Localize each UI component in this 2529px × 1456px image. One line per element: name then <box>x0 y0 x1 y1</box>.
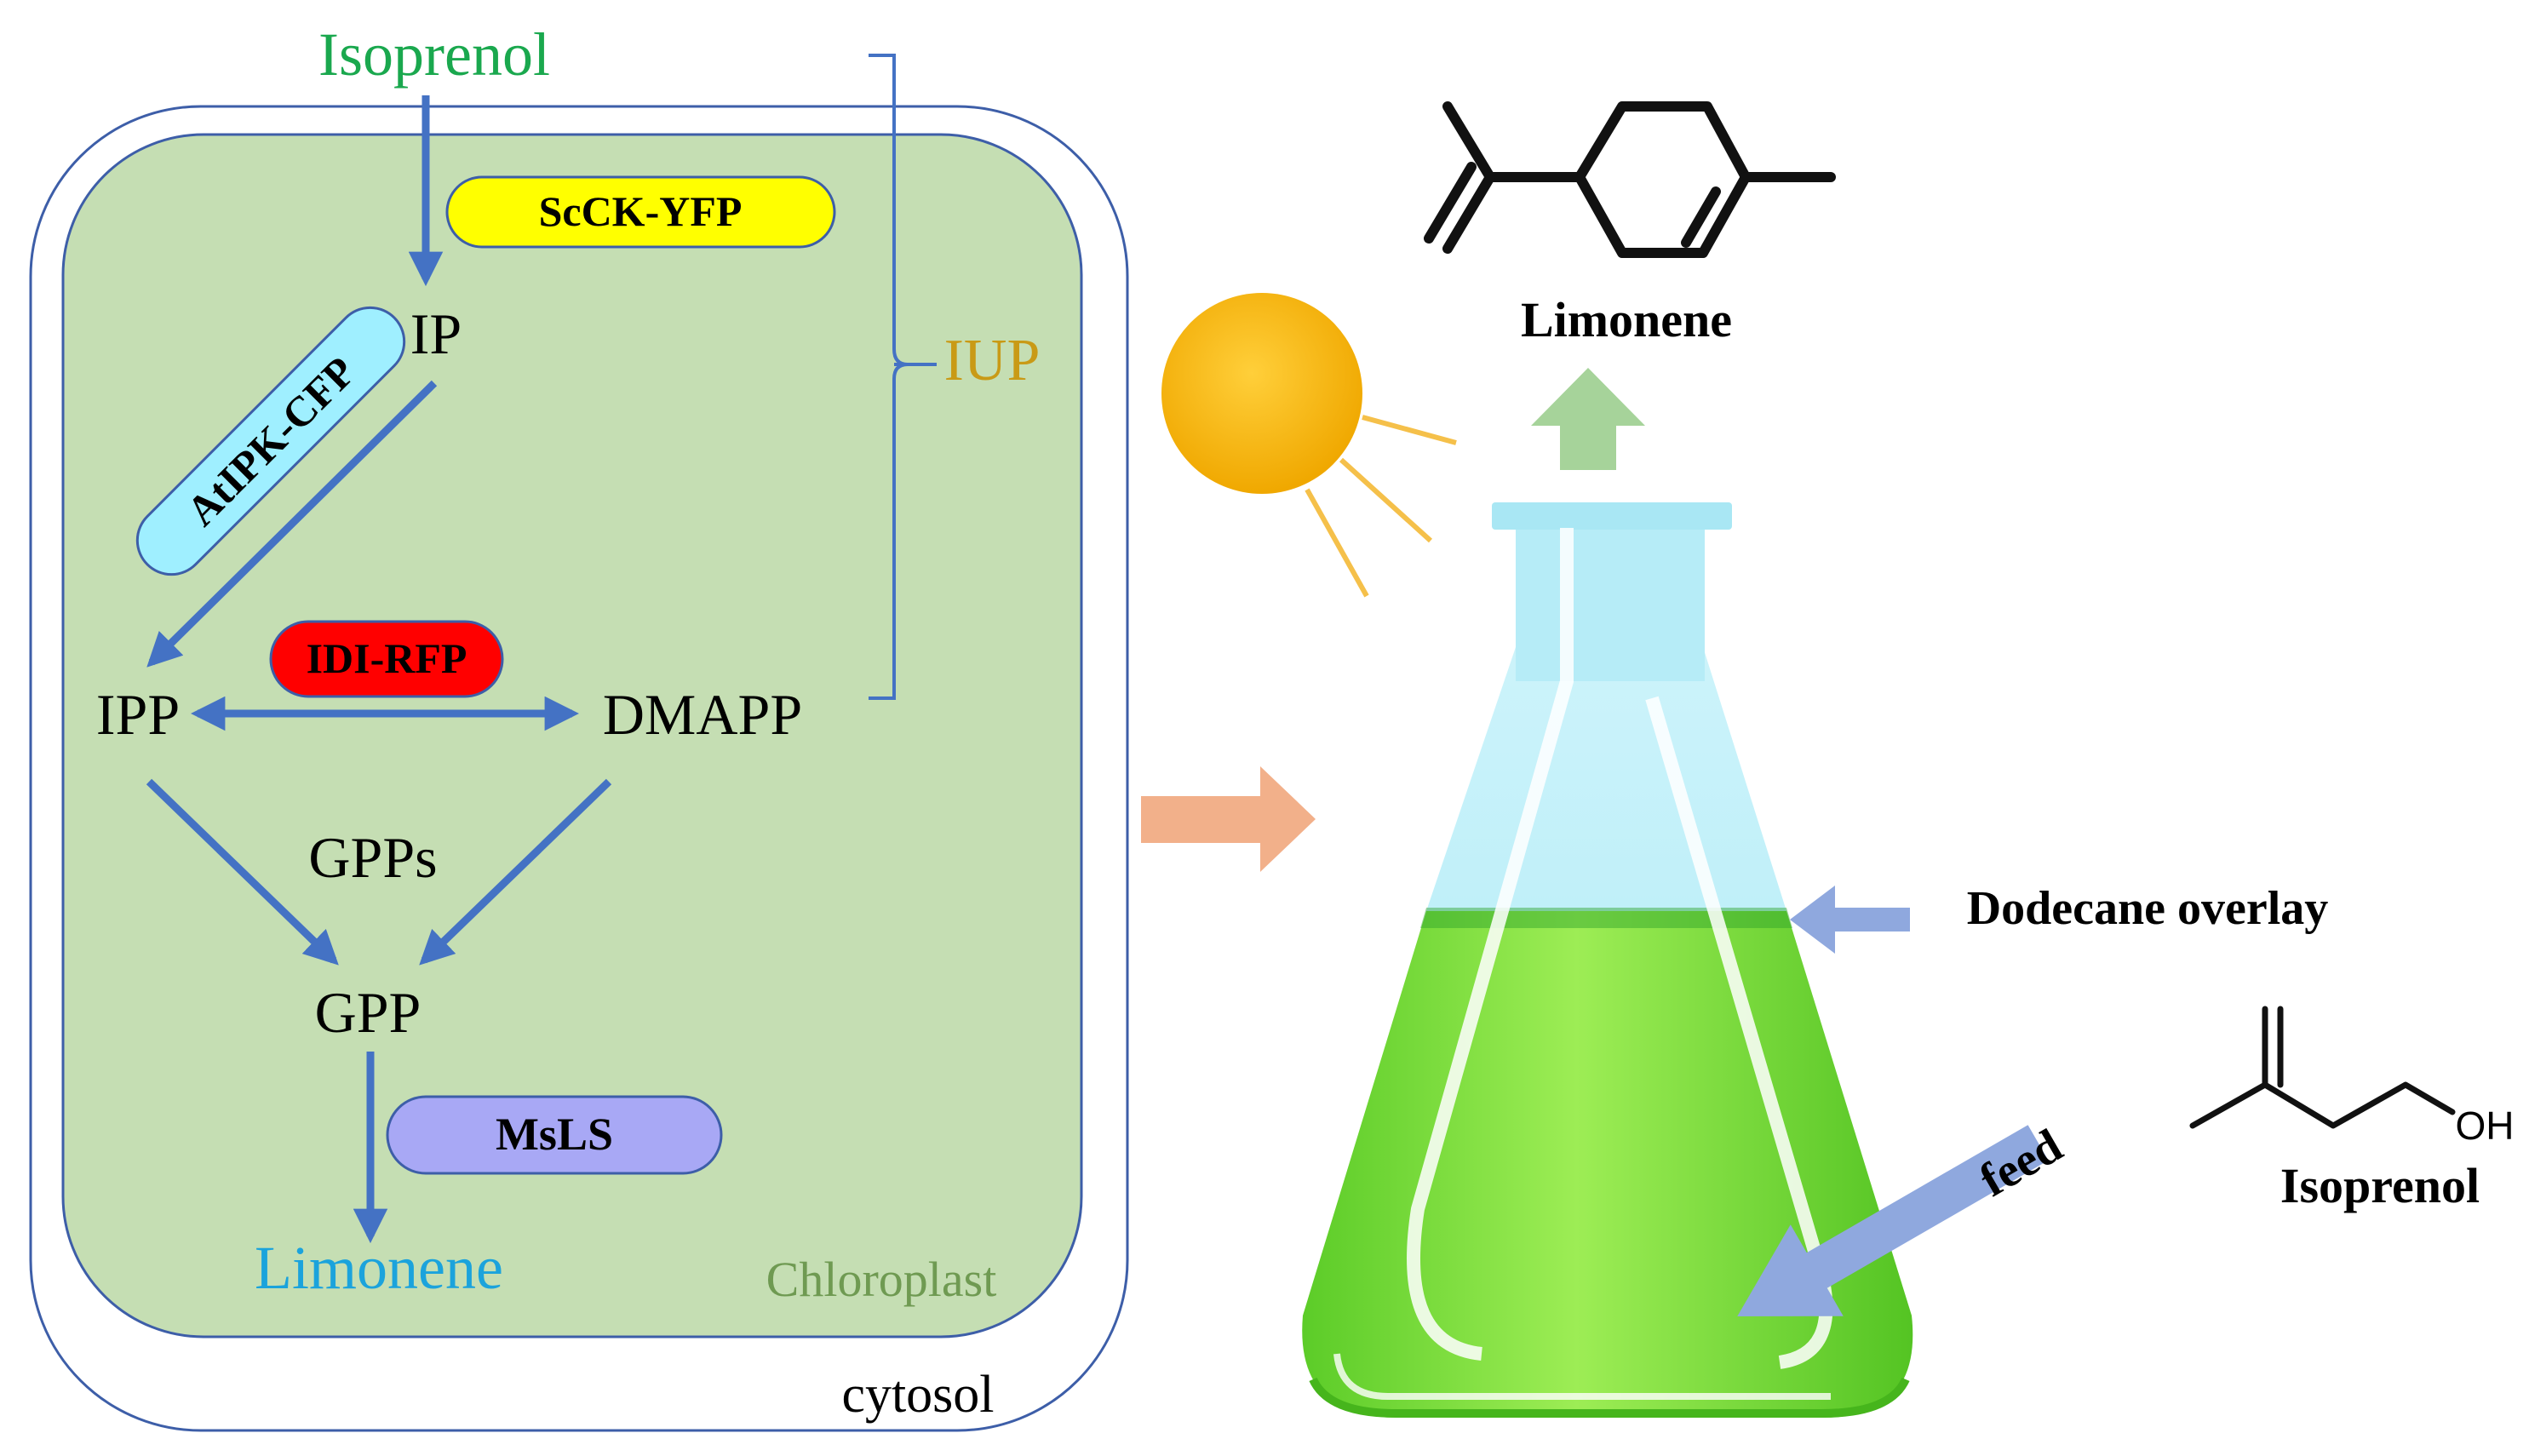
limonene-up-arrow <box>1531 368 1645 470</box>
feed-arrow <box>1737 1125 2049 1316</box>
gpps-label: GPPs <box>308 825 437 890</box>
isoprenol-label: Isoprenol <box>318 20 550 89</box>
pathway-arrows <box>146 95 612 1244</box>
sun-icon <box>1161 293 1457 598</box>
arrow-ipp-to-gpp <box>146 778 339 966</box>
dodecane-overlay-label: Dodecane overlay <box>1967 882 2329 935</box>
dodecane-layer <box>1420 908 1792 928</box>
iup-bracket-tip <box>892 348 909 380</box>
isoprenol-structure-icon <box>2189 1006 2456 1129</box>
cytosol-membrane <box>29 105 1129 1432</box>
enzyme-idi: IDI-RFP <box>269 620 504 698</box>
enzyme-msls-label: MsLS <box>496 1109 613 1160</box>
enzyme-scck-label: ScCK-YFP <box>539 187 743 235</box>
isoprenol-structure-label: Isoprenol <box>2280 1158 2480 1213</box>
cytosol-label: cytosol <box>841 1366 994 1424</box>
limonene-product-label: Limonene <box>255 1234 503 1302</box>
arrow-ip-to-ipp <box>146 380 438 668</box>
enzyme-idi-label: IDI-RFP <box>307 634 467 682</box>
dodecane-pointer-arrow <box>1790 886 1910 954</box>
iup-label: IUP <box>944 328 1041 393</box>
ipp-label: IPP <box>96 682 180 747</box>
transition-arrow <box>1141 766 1316 872</box>
oh-label: OH <box>2456 1103 2515 1148</box>
chloroplast-label: Chloroplast <box>766 1252 997 1307</box>
limonene-structure-icon <box>1424 101 1836 258</box>
limonene-flask-label: Limonene <box>1521 292 1732 347</box>
flask-neck <box>1516 528 1705 681</box>
cell-diagram: ScCK-YFP AtIPK-CFP IDI-RFP MsLS Isopreno… <box>29 20 1129 1432</box>
erlenmeyer-flask <box>1302 502 1913 1418</box>
culture-setup: Limonene Dodecane overlay feed OH <box>1161 101 2515 1418</box>
enzyme-scck: ScCK-YFP <box>445 175 836 249</box>
flask-bottom-highlight <box>1333 1353 1831 1400</box>
dmapp-label: DMAPP <box>603 682 802 747</box>
flask-rim <box>1492 502 1732 530</box>
gpp-label: GPP <box>315 980 422 1045</box>
ip-label: IP <box>410 301 462 366</box>
flask-glass-highlight-left <box>1407 528 1574 1361</box>
arrow-dmapp-to-gpp <box>419 778 612 966</box>
flask-base-edge <box>1309 1377 1910 1418</box>
enzyme-msls: MsLS <box>386 1095 723 1175</box>
